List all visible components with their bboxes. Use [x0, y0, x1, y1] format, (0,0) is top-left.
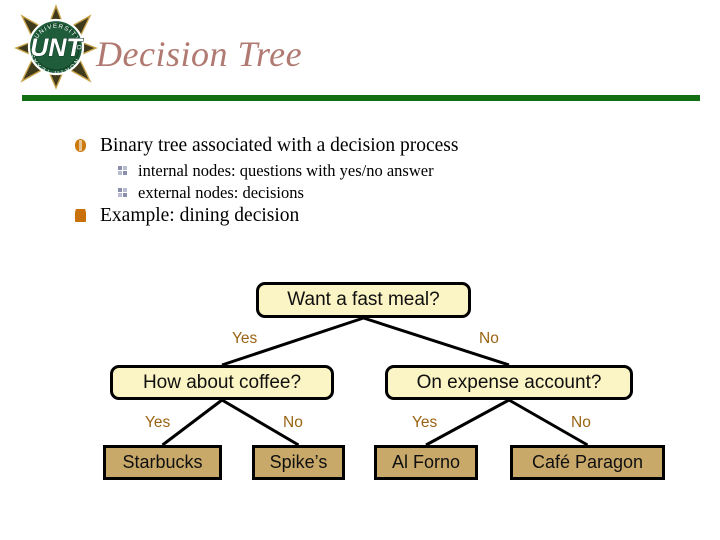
- edge-label-coffee-starbucks: Yes: [145, 414, 171, 431]
- title-divider: [22, 95, 700, 101]
- edge-label-expense-cafe: No: [571, 414, 591, 431]
- edge-label-expense-alforno: Yes: [412, 414, 438, 431]
- slide-header: UNIVERSITY OF NORTH TEXAS UNT Decision T…: [0, 0, 720, 108]
- tree-edges: [161, 316, 589, 447]
- bullet-text: Binary tree associated with a decision p…: [100, 135, 459, 156]
- tree-node-coffee[interactable]: How about coffee?: [110, 365, 334, 400]
- tree-node-label: Spike’s: [269, 452, 328, 472]
- svg-text:UNT: UNT: [30, 34, 84, 62]
- bullet-text: external nodes: decisions: [138, 183, 304, 202]
- tree-node-label: Al Forno: [391, 452, 461, 472]
- tree-node-starbucks[interactable]: Starbucks: [103, 445, 222, 480]
- tree-edge-coffee-spikes: [221, 398, 300, 447]
- tree-node-label: Café Paragon: [531, 452, 644, 472]
- tree-edge-expense-cafe: [508, 398, 589, 447]
- tree-node-label: On expense account?: [416, 371, 602, 393]
- bullet-list: Binary tree associated with a decision p…: [0, 134, 720, 230]
- tree-edge-root-expense: [363, 316, 510, 367]
- bullet-item-internal-nodes: internal nodes: questions with yes/no an…: [0, 160, 720, 181]
- tree-node-expense[interactable]: On expense account?: [385, 365, 633, 400]
- tree-node-cafe[interactable]: Café Paragon: [510, 445, 665, 480]
- tree-node-label: Want a fast meal?: [287, 289, 440, 310]
- bullet-item-example: Example: dining decision: [0, 204, 720, 228]
- edge-label-root-coffee: Yes: [232, 330, 258, 347]
- tree-node-label: Starbucks: [122, 452, 203, 472]
- tree-node-spikes[interactable]: Spike’s: [252, 445, 345, 480]
- tree-node-root[interactable]: Want a fast meal?: [256, 282, 471, 318]
- bullet-item-external-nodes: external nodes: decisions: [0, 182, 720, 203]
- tree-edge-coffee-starbucks: [161, 398, 223, 447]
- square-cluster-bullet-icon: [118, 188, 127, 197]
- tree-edge-expense-alforno: [425, 398, 510, 447]
- tree-edge-root-coffee: [221, 316, 364, 367]
- bullet-item-binary-tree: Binary tree associated with a decision p…: [0, 134, 720, 158]
- edge-label-coffee-spikes: No: [283, 414, 303, 431]
- decision-tree-diagram: Want a fast meal? How about coffee? On exp…: [0, 268, 720, 508]
- square-cluster-bullet-icon: [118, 166, 127, 175]
- bullet-text: internal nodes: questions with yes/no an…: [138, 161, 434, 180]
- diamond-bullet-icon: [74, 139, 87, 152]
- unt-logo: UNIVERSITY OF NORTH TEXAS UNT: [14, 4, 98, 90]
- tree-node-alforno[interactable]: Al Forno: [374, 445, 478, 480]
- bullet-text: Example: dining decision: [100, 205, 300, 226]
- clover-bullet-icon: [74, 209, 87, 222]
- tree-node-label: How about coffee?: [142, 371, 302, 393]
- page-title: Decision Tree: [96, 34, 303, 74]
- edge-label-root-expense: No: [479, 330, 499, 347]
